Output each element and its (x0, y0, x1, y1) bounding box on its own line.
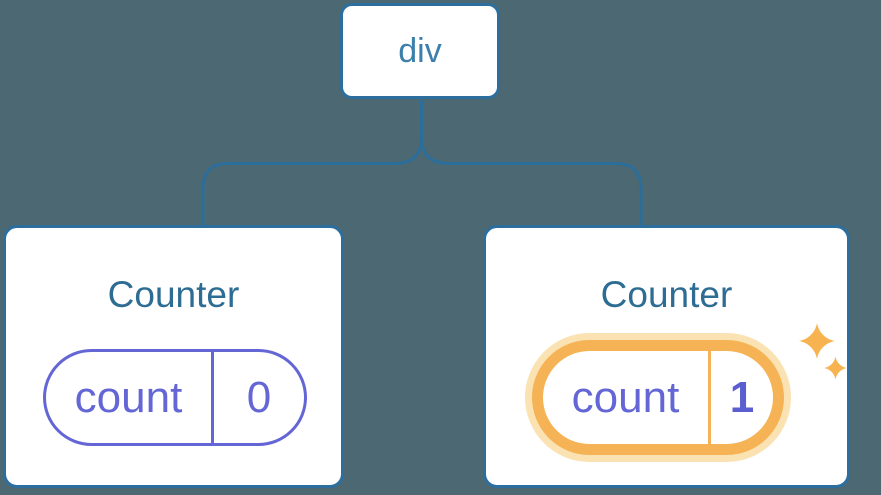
counter-title: Counter (600, 274, 733, 315)
state-value: 1 (729, 372, 755, 422)
state-key-label: count (46, 352, 214, 443)
counter-title: Counter (107, 274, 240, 315)
state-pill-highlighted: count 1 (532, 340, 784, 455)
counter-card-right: Counter count 1 (483, 225, 850, 488)
state-pill: count 0 (43, 349, 307, 446)
root-node-div: div (340, 3, 500, 99)
root-node-label: div (398, 31, 442, 70)
counter-card-left: Counter count 0 (3, 225, 344, 488)
state-key-label: count (543, 351, 711, 444)
sparkles-icon (799, 323, 847, 380)
state-value: 0 (246, 372, 272, 422)
